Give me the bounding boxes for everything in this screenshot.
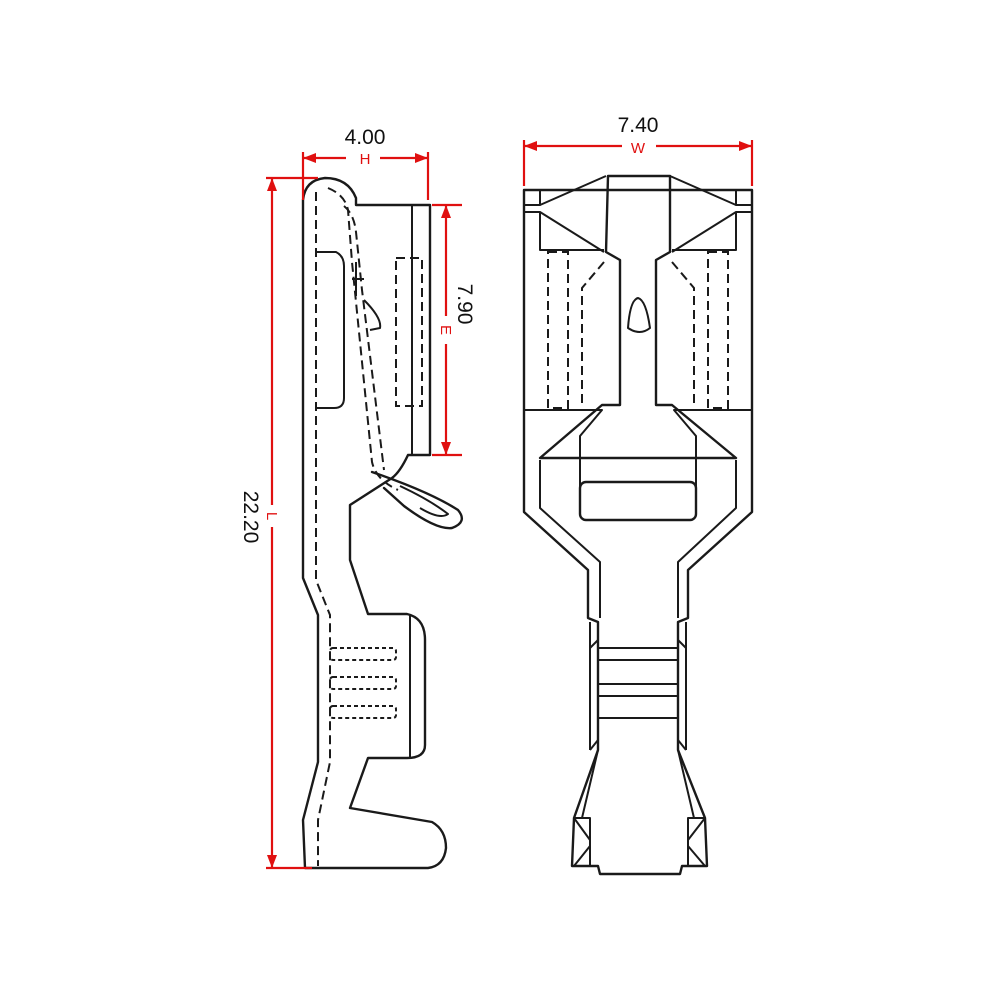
side-view-hidden-wall (315, 192, 331, 866)
side-view-lance (352, 262, 364, 296)
side-view (301, 176, 464, 870)
front-view-right-hidden (671, 261, 695, 406)
front-view-slot (578, 480, 698, 522)
dimension-e-tag: E (437, 325, 454, 335)
front-view-insulation-crimp (573, 749, 706, 867)
front-view-outline (522, 188, 754, 876)
side-view-spring-tab-inner (399, 485, 449, 517)
dimension-l-tag: L (263, 512, 280, 520)
front-view-crimp-walls (589, 622, 687, 751)
front-view-right-window (707, 251, 729, 409)
side-view-serrations (329, 647, 397, 719)
side-view-pocket (316, 251, 345, 409)
dimension-l-value: 22.20 (239, 491, 262, 544)
dimension-w-tag: W (631, 140, 646, 157)
front-view (522, 174, 754, 876)
dimension-e-value: 7.90 (453, 284, 476, 325)
side-view-outline (301, 176, 448, 870)
front-view-left-box (524, 212, 604, 512)
front-view-right-arm (669, 175, 752, 253)
side-view-hidden-spring-2 (343, 205, 385, 471)
side-view-dimple (363, 299, 382, 331)
dimension-h: 4.00 H (301, 126, 430, 200)
side-view-spring-tab (370, 470, 464, 530)
side-view-hidden-spring (327, 187, 399, 491)
front-view-right-wall (677, 460, 737, 618)
dimension-w: 7.40 W (522, 114, 754, 186)
front-view-left-hidden (581, 261, 605, 406)
dimension-h-tag: H (360, 151, 371, 168)
front-view-left-arm (524, 175, 607, 253)
dimension-h-value: 4.00 (345, 126, 386, 149)
side-view-hidden-window (395, 257, 423, 407)
front-view-left-wall (539, 460, 601, 618)
front-view-right-box (672, 212, 752, 512)
dimension-e: 7.90 E (432, 203, 476, 457)
dimension-l: 22.20 L (239, 176, 318, 870)
front-view-crimp-bands (598, 647, 678, 719)
front-view-tongue (538, 174, 738, 460)
front-view-dimple (627, 297, 651, 333)
front-view-left-window (547, 251, 569, 409)
dimension-w-value: 7.40 (618, 114, 659, 137)
